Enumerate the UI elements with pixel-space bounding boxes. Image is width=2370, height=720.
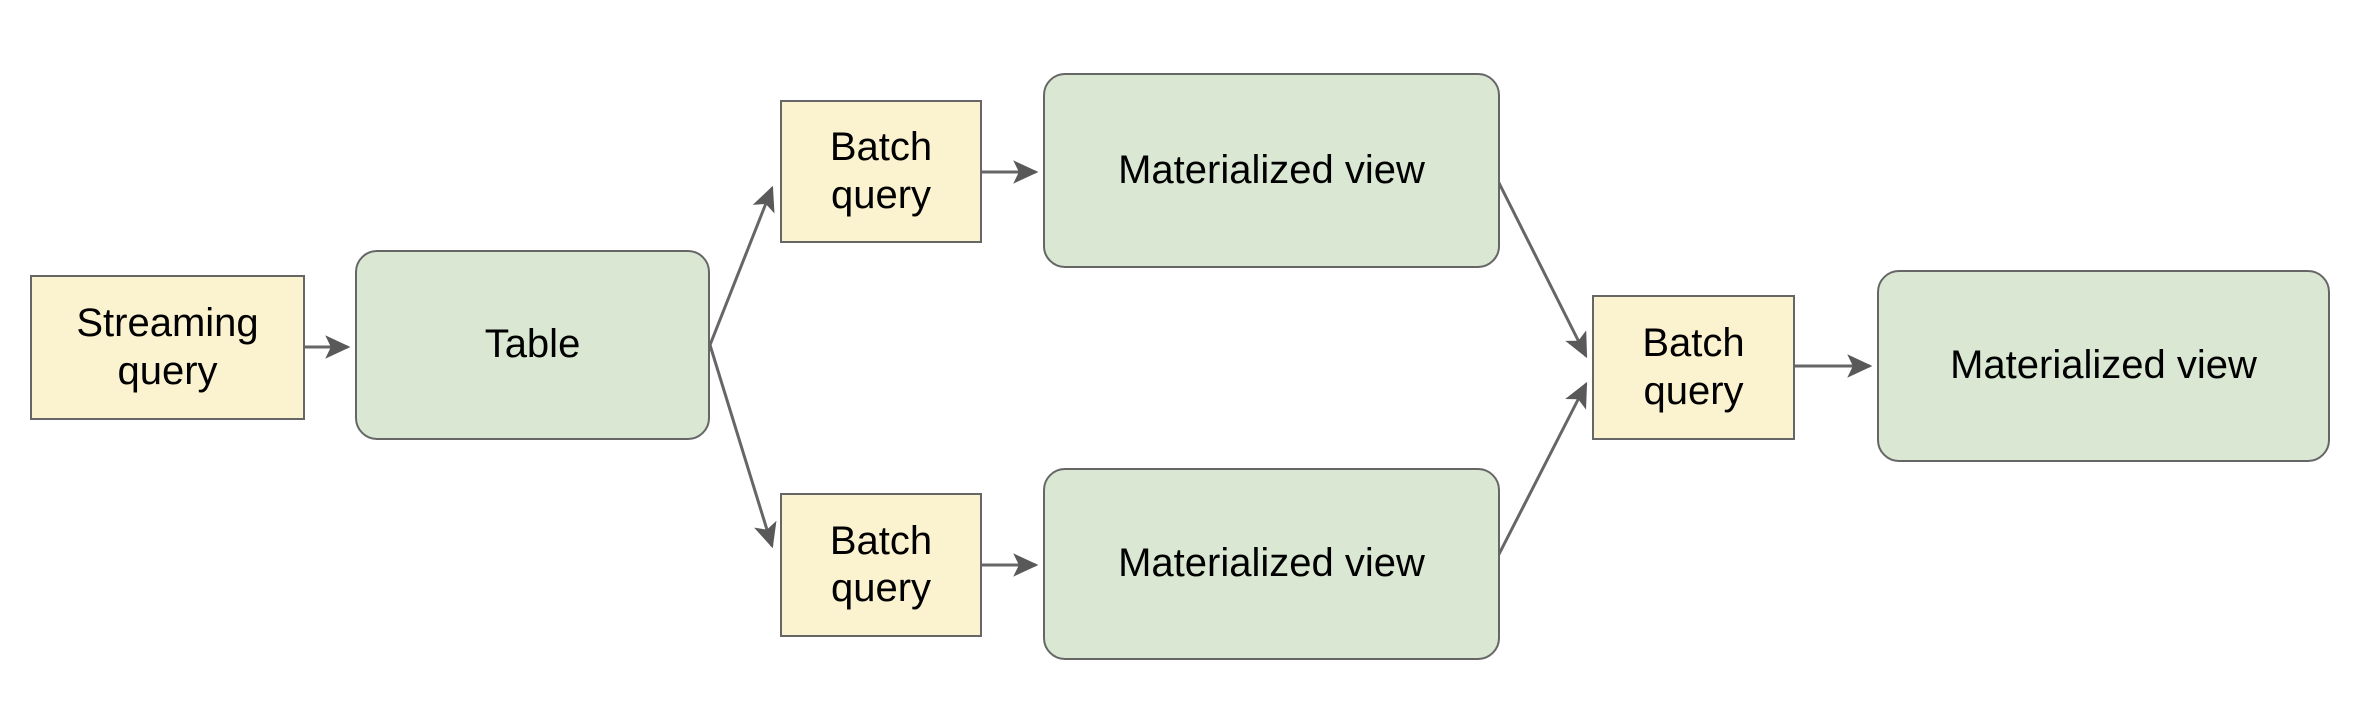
edge-mv-bottom-to-batch-join (1493, 381, 1588, 563)
node-label: Materialized view (1118, 541, 1425, 586)
node-label: Batch query (1642, 321, 1745, 413)
node-label: Streaming query (76, 301, 259, 393)
node-batch-query-top[interactable]: Batch query (780, 100, 982, 243)
node-table[interactable]: Table (355, 250, 710, 440)
node-batch-query-bottom[interactable]: Batch query (780, 493, 982, 637)
node-batch-query-join[interactable]: Batch query (1592, 295, 1795, 440)
node-materialized-view-bottom[interactable]: Materialized view (1043, 468, 1500, 660)
node-materialized-view-final[interactable]: Materialized view (1877, 270, 2330, 462)
node-label: Table (484, 322, 581, 367)
edge-table-to-batch-top (708, 185, 775, 346)
node-label: Materialized view (1950, 343, 2257, 388)
node-label: Materialized view (1118, 147, 1425, 192)
node-label: Batch query (829, 518, 933, 610)
node-streaming-query[interactable]: Streaming query (30, 275, 305, 420)
edge-table-to-batch-bottom (708, 344, 777, 549)
edge-mv-top-to-batch-join (1493, 174, 1588, 359)
node-label: Batch query (829, 125, 933, 217)
node-materialized-view-top[interactable]: Materialized view (1043, 73, 1500, 268)
